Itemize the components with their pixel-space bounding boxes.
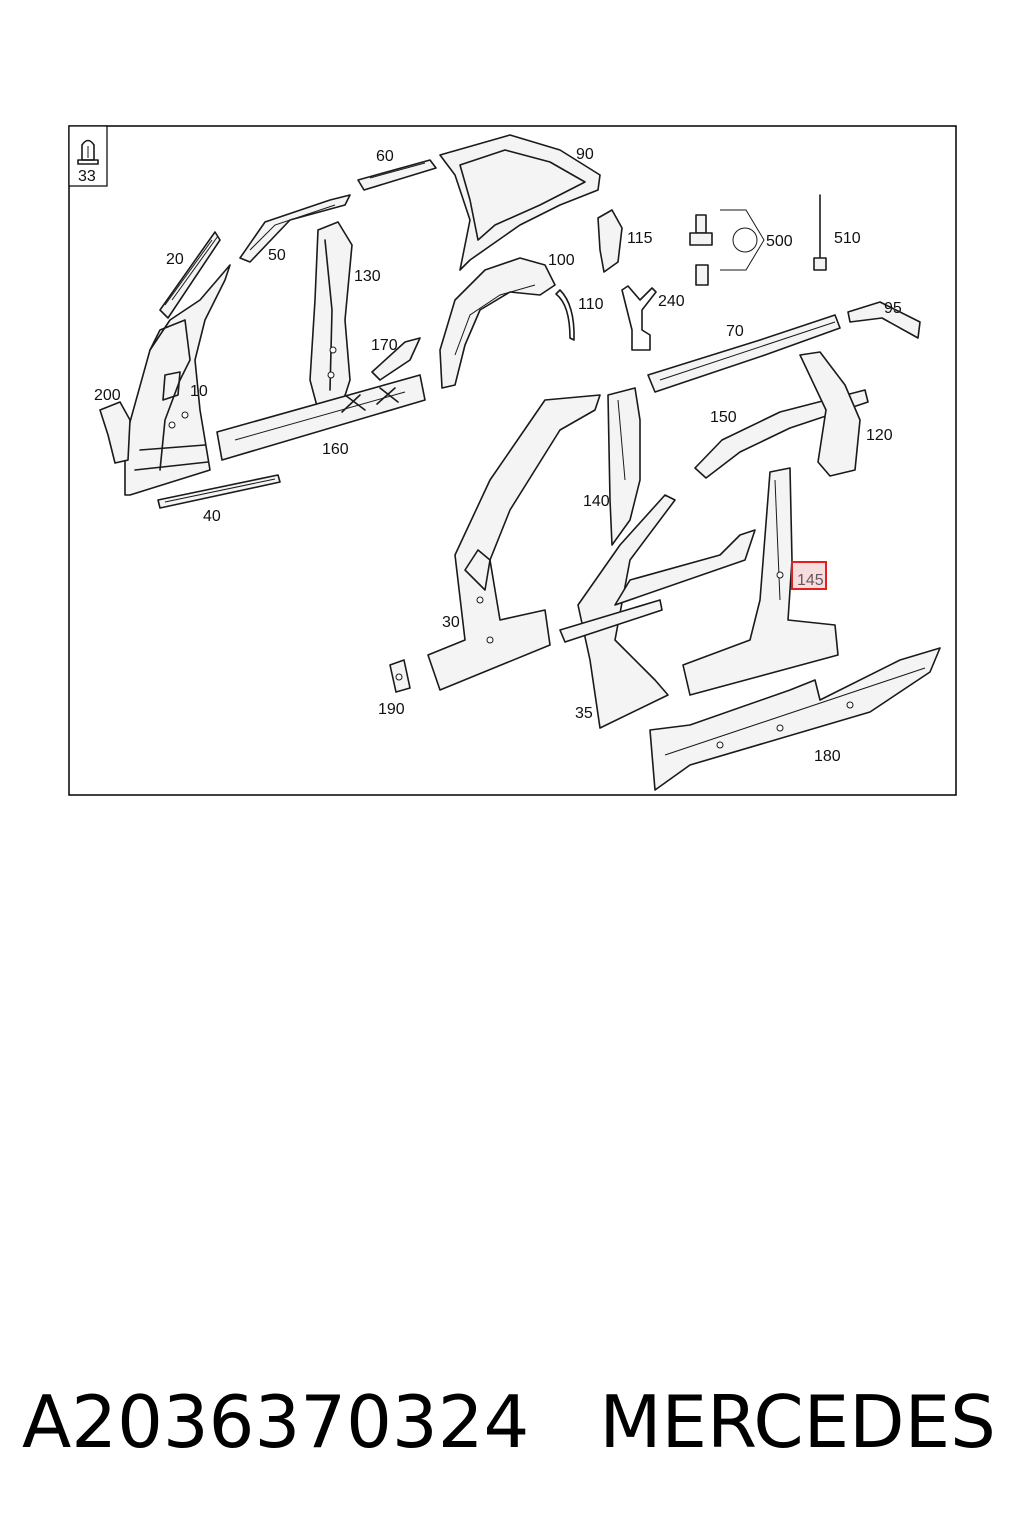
callout-200: 200 [94, 387, 121, 404]
callout-510: 510 [834, 230, 861, 247]
callout-150: 150 [710, 409, 737, 426]
part-100-drawing [439, 257, 556, 389]
part-120-drawing [799, 351, 861, 477]
part-110-drawing [555, 289, 575, 341]
callout-35: 35 [575, 705, 593, 722]
part-145-drawing [682, 467, 839, 696]
callout-115: 115 [627, 230, 653, 247]
callout-190: 190 [378, 701, 405, 718]
part-95-drawing [847, 301, 921, 339]
callout-90: 90 [576, 146, 594, 163]
callout-145: 145 [797, 572, 824, 589]
product-caption: A2036370324 MERCEDES [22, 1372, 1022, 1472]
callout-20: 20 [166, 251, 184, 268]
parts-diagram: 33 60 90 115 500 510 20 50 130 100 110 2… [68, 125, 957, 796]
part-180-drawing [649, 647, 941, 791]
part-160-drawing [216, 374, 426, 461]
part-50-drawing [239, 194, 351, 263]
part-20-drawing [159, 231, 221, 319]
part-60-drawing [357, 159, 437, 191]
part-10-drawing [124, 264, 231, 496]
part-240-drawing [621, 285, 657, 351]
callout-40: 40 [203, 508, 221, 525]
callout-130: 130 [354, 268, 381, 285]
callout-180: 180 [814, 748, 841, 765]
callout-70: 70 [726, 323, 744, 340]
callout-170: 170 [371, 337, 398, 354]
callout-33: 33 [78, 168, 96, 185]
callout-120: 120 [866, 427, 893, 444]
part-35-drawing [559, 494, 756, 729]
part-number: A2036370324 [22, 1380, 530, 1464]
clip-nut-icon [77, 139, 99, 165]
part-190-drawing [389, 659, 411, 693]
callout-60: 60 [376, 148, 394, 165]
callout-30: 30 [442, 614, 460, 631]
highlight-box-145 [791, 561, 827, 590]
part-500-drawing [689, 209, 765, 286]
part-40-drawing [157, 474, 281, 509]
part-200-drawing [99, 401, 131, 464]
callout-240: 240 [658, 293, 685, 310]
brand-name: MERCEDES [599, 1380, 996, 1464]
part-130-drawing [309, 221, 353, 411]
callout-50: 50 [268, 247, 286, 264]
callout-10: 10 [190, 383, 208, 400]
part-170-drawing [371, 337, 421, 381]
callout-160: 160 [322, 441, 349, 458]
part-115-drawing [597, 209, 623, 273]
callout-140: 140 [583, 493, 610, 510]
part-510-drawing [813, 194, 827, 271]
part-70-drawing [647, 314, 841, 393]
callout-95: 95 [884, 300, 902, 317]
part-30-drawing [427, 394, 601, 691]
part-90-drawing [439, 134, 601, 271]
part-140-drawing [607, 387, 641, 546]
part-150-drawing [694, 389, 869, 479]
callout-100: 100 [548, 252, 575, 269]
callout-110: 110 [578, 296, 604, 313]
callout-500: 500 [766, 233, 793, 250]
